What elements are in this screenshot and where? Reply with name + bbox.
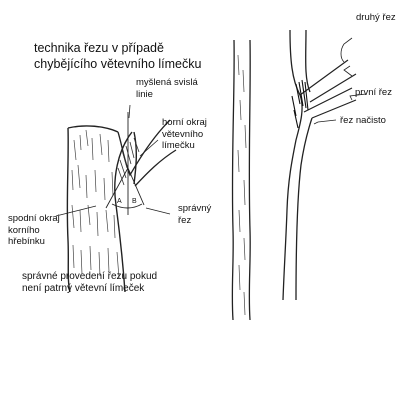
side-branch-outline [299,59,357,119]
trunk-bark-texture [71,129,120,279]
label-correct-cut: správný řez [178,203,212,226]
label-first-cut: první řez [355,87,392,98]
right-trunk-edge [248,39,251,321]
second-stem-outline [295,29,313,301]
angle-a-label: A [117,198,122,205]
leader-lines-left [55,104,171,217]
left-trunk-edge [231,39,235,321]
left-tree-figure [55,104,177,293]
label-collar-top: horní okraj větevního límečku [162,117,207,152]
branch-outline [117,119,177,187]
cut-angle-lines [105,167,145,209]
right-tree-figure [231,29,367,321]
cut-face-hatching [291,79,309,129]
angle-b-label: B [132,198,137,205]
label-imaginary-line: myšlená svislá linie [136,77,198,100]
angle-arc [111,203,143,209]
label-ridge-bottom: spodní okraj korního hřebínku [8,213,60,248]
bark-ridge-hatching [117,137,140,186]
diagram-title-line1: technika řezu v případě [34,41,164,55]
right-trunk-bark [237,54,247,316]
diagram-caption: správné provedení řezu pokud není patrný… [22,271,158,295]
label-clean-cut: řez načisto [340,115,386,126]
left-trunk-outline [66,125,137,293]
leader-lines-right [313,37,367,125]
label-second-cut: druhý řez [356,12,396,23]
diagram-title-line2: chybějícího větevního límečku [34,57,202,71]
branch-stub-outline [282,29,303,301]
